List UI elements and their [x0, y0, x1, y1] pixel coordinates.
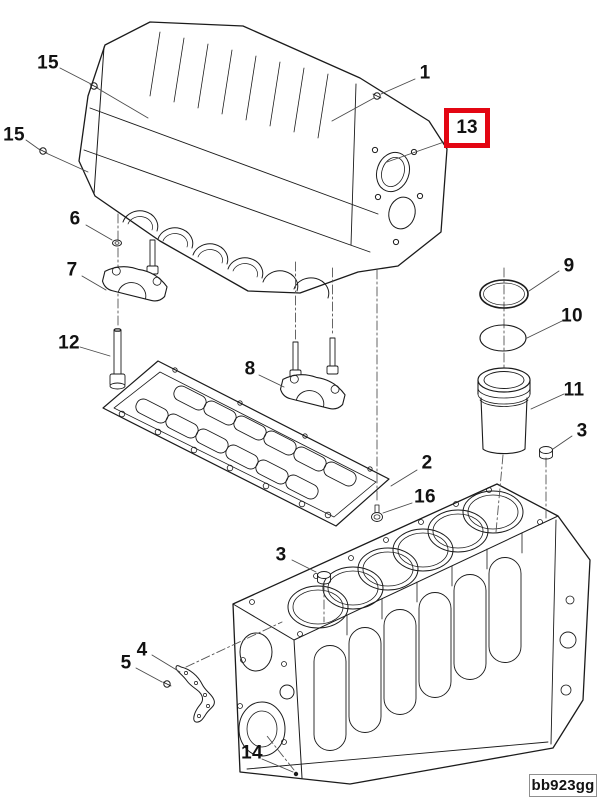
figure-code-box: bb923gg — [529, 774, 597, 797]
gasket-part-4 — [175, 665, 215, 723]
callout-12[interactable]: 12 — [58, 332, 80, 354]
washer-part-6 — [112, 239, 122, 247]
callout-8[interactable]: 8 — [244, 358, 256, 380]
callout-14[interactable]: 14 — [241, 742, 263, 764]
callout-3-b[interactable]: 3 — [275, 544, 287, 566]
dowel-part-14 — [293, 771, 299, 777]
callout-4[interactable]: 4 — [136, 639, 148, 661]
screw-part-5 — [162, 680, 172, 688]
cylinder-liner-part-11 — [477, 367, 531, 455]
bearing-cap-part-8 — [279, 337, 346, 410]
assembly-center-lines — [117, 213, 547, 771]
ring-part-9 — [479, 279, 529, 309]
callout-3-a[interactable]: 3 — [576, 420, 588, 442]
screw-part-15-b — [38, 147, 48, 155]
callout-15-a[interactable]: 15 — [37, 52, 59, 74]
callout-5[interactable]: 5 — [120, 652, 132, 674]
callout-11[interactable]: 11 — [563, 379, 585, 401]
plug-part-3-mid — [317, 571, 331, 585]
callout-1[interactable]: 1 — [419, 62, 431, 84]
callout-10[interactable]: 10 — [561, 305, 583, 327]
ladder-frame-drawing — [102, 360, 390, 527]
bolt-part-12 — [109, 327, 126, 390]
callout-15-b[interactable]: 15 — [3, 124, 25, 146]
lower-cylinder-block-drawing — [232, 483, 591, 785]
ring-part-10 — [479, 324, 527, 352]
callout-9[interactable]: 9 — [563, 255, 575, 277]
callout-16[interactable]: 16 — [414, 486, 436, 508]
upper-crankcase-drawing — [78, 21, 448, 299]
bolt-part-16 — [371, 504, 383, 522]
plug-part-3-right — [539, 446, 553, 460]
leader-lines — [25, 67, 573, 773]
callout-7[interactable]: 7 — [66, 259, 78, 281]
callout-13-highlight-box[interactable]: 13 — [444, 108, 490, 148]
bearing-cap-part-7 — [101, 239, 168, 302]
screw-part-1 — [372, 92, 382, 100]
callout-13-label: 13 — [456, 117, 478, 138]
callout-2[interactable]: 2 — [421, 452, 433, 474]
screw-part-15-a — [89, 82, 99, 90]
callout-6[interactable]: 6 — [69, 208, 81, 230]
